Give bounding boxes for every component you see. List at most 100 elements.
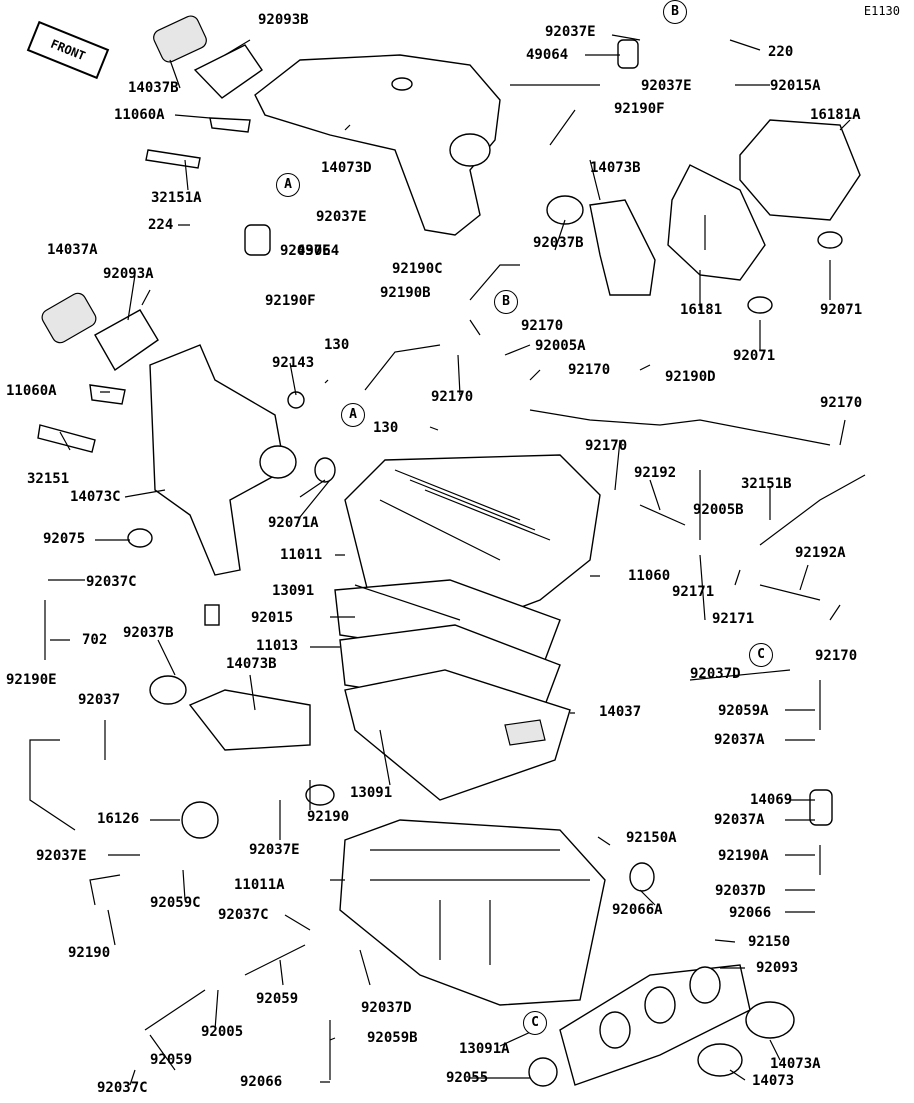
label-14037b: 14037B (128, 80, 179, 96)
label-92037e-1: 92037E (316, 209, 367, 225)
ref-b-top: B (663, 0, 687, 24)
label-92190f-2: 92190F (265, 293, 316, 309)
side-cover-16181a (739, 119, 861, 221)
label-92192a: 92192A (795, 545, 846, 561)
label-92071a: 92071A (268, 515, 319, 531)
label-92190-1: 92190 (68, 945, 111, 961)
label-92066-3: 92066 (729, 905, 772, 921)
label-92037b-2: 92037B (533, 235, 584, 251)
label-92170-6: 92170 (815, 648, 858, 664)
label-92037d-2: 92037D (690, 666, 741, 682)
pipe-32151b (759, 474, 866, 546)
label-92190a: 92190A (718, 848, 769, 864)
label-92005a: 92005A (535, 338, 586, 354)
label-92170-5: 92170 (585, 438, 628, 454)
label-16181: 16181 (680, 302, 723, 318)
hose-92190b (364, 344, 441, 391)
label-92171-1: 92171 (672, 584, 715, 600)
label-92005: 92005 (201, 1024, 244, 1040)
label-11013: 11013 (256, 638, 299, 654)
elbow-14073b-right (589, 199, 656, 296)
label-92170-3: 92170 (431, 389, 474, 405)
elbow-14073b-left (188, 689, 311, 751)
label-92037e-2: 92037E (36, 848, 87, 864)
label-92150: 92150 (748, 934, 791, 950)
label-92037b-1: 92037B (123, 625, 174, 641)
label-13091-2: 13091 (350, 785, 393, 801)
label-92037e-5: 92037E (280, 243, 331, 259)
label-49064-1: 49064 (297, 243, 340, 259)
label-92037c-3: 92037C (97, 1080, 148, 1096)
label-11011: 11011 (280, 547, 323, 563)
ref-c-bottom: C (523, 1011, 547, 1035)
label-92037e-3: 92037E (545, 24, 596, 40)
label-14037a: 14037A (47, 242, 98, 258)
label-11060a: 11060A (114, 107, 165, 123)
label-92055: 92055 (446, 1070, 489, 1086)
label-92037-1: 92037 (78, 692, 121, 708)
label-92059-1: 92059 (256, 991, 299, 1007)
label-92192: 92192 (634, 465, 677, 481)
label-92037d-3: 92037D (715, 883, 766, 899)
label-92190b: 92190B (380, 285, 431, 301)
label-92190f-1: 92190F (614, 101, 665, 117)
label-92190c: 92190C (392, 261, 443, 277)
air-duct-14073d (254, 54, 501, 236)
label-92143: 92143 (272, 355, 315, 371)
scoop-92093a (94, 309, 159, 372)
label-14073d: 14073D (321, 160, 372, 176)
label-92150a: 92150A (626, 830, 677, 846)
mesh-14037a (41, 292, 97, 344)
label-11011a: 11011A (234, 877, 285, 893)
label-92037e-6: 92037E (249, 842, 300, 858)
label-32151: 32151 (27, 471, 70, 487)
label-92037a-2: 92037A (714, 812, 765, 828)
label-14073c: 14073C (70, 489, 121, 505)
label-130-1: 130 (324, 337, 350, 353)
label-13091-1: 13091 (272, 583, 315, 599)
hose-92190d (529, 409, 831, 446)
label-92015a: 92015A (770, 78, 821, 94)
label-14073: 14073 (752, 1073, 795, 1089)
label-92066a: 92066A (612, 902, 663, 918)
label-220: 220 (768, 44, 794, 60)
mesh-14037b (153, 15, 207, 63)
label-14073b-1: 14073B (226, 656, 277, 672)
hose-92190-lower (89, 874, 121, 906)
label-92015: 92015 (251, 610, 294, 626)
label-92059a: 92059A (718, 703, 769, 719)
label-92071-1: 92071 (820, 302, 863, 318)
label-92075: 92075 (43, 531, 86, 547)
label-32151b: 32151B (741, 476, 792, 492)
airbox-lower-11011a (339, 819, 606, 1006)
label-92190d: 92190D (665, 369, 716, 385)
label-11060a-2: 11060A (6, 383, 57, 399)
label-92059b: 92059B (367, 1030, 418, 1046)
label-92170-2: 92170 (568, 362, 611, 378)
label-14073b-3: 14073B (590, 160, 641, 176)
label-92037c-1: 92037C (86, 574, 137, 590)
label-92093b: 92093B (258, 12, 309, 28)
ref-c-right: C (749, 643, 773, 667)
air-duct-14073c (149, 344, 286, 576)
label-14073a: 14073A (770, 1056, 821, 1072)
label-92071-2: 92071 (733, 348, 776, 364)
label-702: 702 (82, 632, 108, 648)
hose-92059 (144, 989, 206, 1031)
label-92005b: 92005B (693, 502, 744, 518)
label-92093: 92093 (756, 960, 799, 976)
label-92190e: 92190E (6, 672, 57, 688)
ref-a-top: A (276, 173, 300, 197)
hose-92190c (469, 264, 520, 301)
label-92170-4: 92170 (820, 395, 863, 411)
label-14069: 14069 (750, 792, 793, 808)
label-130-2: 130 (373, 420, 399, 436)
ref-a-mid: A (341, 403, 365, 427)
label-92059-2: 92059 (150, 1052, 193, 1068)
label-92059c: 92059C (150, 895, 201, 911)
label-16181a: 16181A (810, 107, 861, 123)
label-92170-1: 92170 (521, 318, 564, 334)
label-224: 224 (148, 217, 174, 233)
